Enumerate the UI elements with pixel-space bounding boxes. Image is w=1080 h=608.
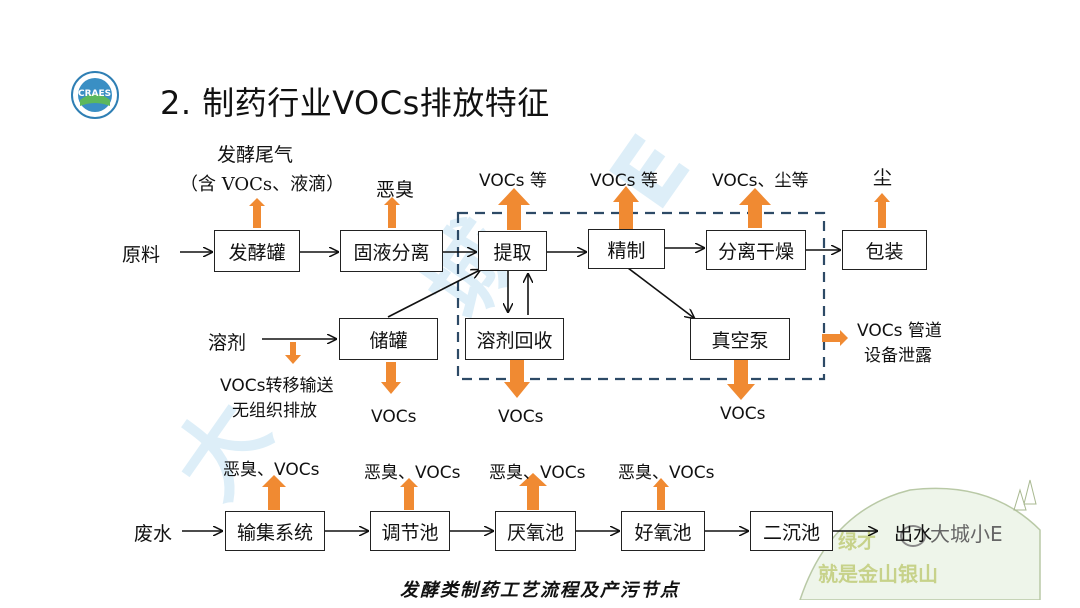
emission-regulate: 恶臭、VOCs bbox=[364, 463, 461, 483]
emission-anaerobic: 恶臭、VOCs bbox=[489, 463, 586, 483]
box-settle: 二沉池 bbox=[750, 511, 833, 551]
page-title: 2. 制药行业VOCs排放特征 bbox=[160, 84, 550, 122]
emission-leak-1: VOCs 管道 bbox=[857, 321, 942, 341]
emission-refine: VOCs 等 bbox=[590, 171, 658, 191]
input-wastewater: 废水 bbox=[134, 523, 173, 545]
box-extract: 提取 bbox=[478, 231, 547, 271]
box-ferment: 发酵罐 bbox=[214, 230, 300, 272]
emission-aerobic: 恶臭、VOCs bbox=[618, 463, 715, 483]
box-collect: 输集系统 bbox=[225, 511, 325, 551]
figure-caption: 发酵类制药工艺流程及产污节点 bbox=[400, 580, 680, 601]
input-raw: 原料 bbox=[122, 244, 161, 266]
emission-ferment-2: （含 VOCs、液滴） bbox=[180, 174, 345, 195]
process-boundary bbox=[456, 211, 826, 381]
wechat-icon bbox=[900, 524, 926, 547]
emission-ferment-1: 发酵尾气 bbox=[217, 144, 294, 166]
emission-transfer-1: VOCs转移输送 bbox=[220, 376, 334, 396]
emission-arrows-down bbox=[285, 330, 848, 400]
emission-arrows bbox=[249, 186, 890, 510]
brand-watermark: 大城小E bbox=[900, 518, 1003, 547]
emission-collect: 恶臭、VOCs bbox=[223, 460, 320, 480]
emission-recover: VOCs bbox=[498, 407, 544, 427]
hill-text-1: 绿才 bbox=[838, 531, 877, 553]
emission-extract: VOCs 等 bbox=[479, 171, 547, 191]
box-recover: 溶剂回收 bbox=[465, 318, 564, 360]
box-aerobic: 好氧池 bbox=[621, 511, 705, 551]
emission-tank: VOCs bbox=[371, 407, 417, 427]
emission-leak-2: 设备泄露 bbox=[864, 346, 932, 366]
output-effluent: 出水 bbox=[894, 523, 933, 545]
box-dry: 分离干燥 bbox=[706, 230, 806, 270]
hill-text-2: 就是金山银山 bbox=[818, 562, 938, 586]
box-tank: 储罐 bbox=[339, 318, 438, 360]
emission-transfer-2: 无组织排放 bbox=[232, 401, 317, 421]
craes-logo bbox=[71, 71, 119, 119]
emission-dry: VOCs、尘等 bbox=[712, 171, 809, 191]
box-regulate: 调节池 bbox=[370, 511, 450, 551]
brand-text: 大城小E bbox=[930, 522, 1003, 546]
emission-separate: 恶臭 bbox=[376, 179, 415, 201]
emission-pack: 尘 bbox=[873, 167, 893, 189]
emission-pump: VOCs bbox=[720, 404, 766, 424]
box-anaerobic: 厌氧池 bbox=[495, 511, 576, 551]
input-solvent: 溶剂 bbox=[208, 332, 247, 354]
box-pack: 包装 bbox=[842, 230, 927, 270]
logo-text: CRAES bbox=[78, 89, 112, 99]
box-separate: 固液分离 bbox=[340, 230, 443, 272]
box-refine: 精制 bbox=[588, 229, 665, 269]
box-pump: 真空泵 bbox=[690, 318, 790, 360]
